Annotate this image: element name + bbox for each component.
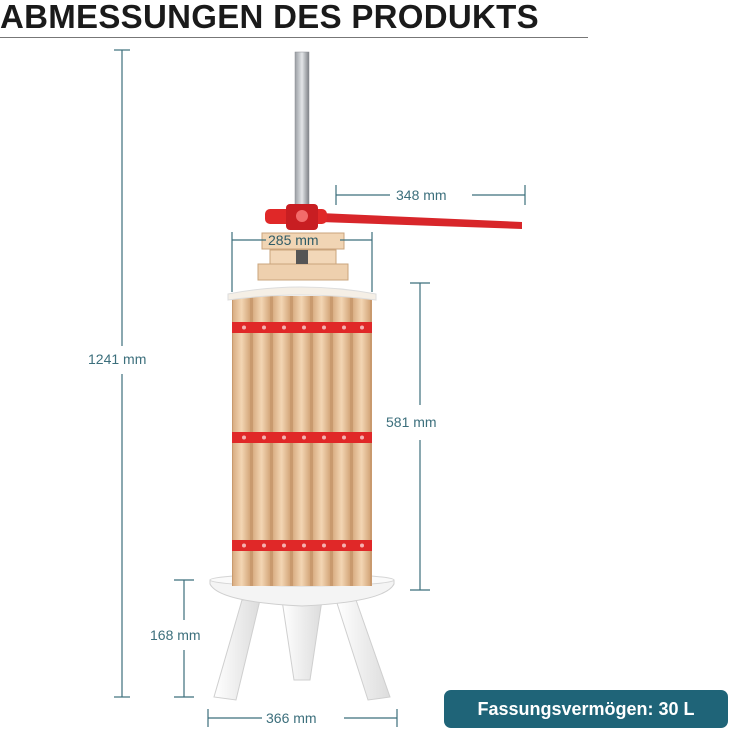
pressing-blocks: [257, 232, 349, 281]
dimension-lines: [114, 49, 526, 727]
page-title: ABMESSUNGEN DES PRODUKTS: [0, 0, 539, 35]
stand-height-label: 168 mm: [150, 627, 201, 643]
spindle-rod: [294, 51, 310, 213]
red-bands: [232, 322, 372, 551]
total-height-label: 1241 mm: [88, 351, 147, 367]
top-plate-width-label: 285 mm: [268, 232, 319, 248]
handle-length-label: 348 mm: [396, 187, 447, 203]
base-width-label: 366 mm: [266, 710, 317, 726]
capacity-badge: Fassungsvermögen: 30 L: [444, 690, 728, 728]
title-underline: [0, 37, 588, 38]
tripod-stand: [213, 599, 391, 701]
basket-height-label: 581 mm: [386, 414, 437, 430]
ratchet-handle: [265, 204, 522, 230]
